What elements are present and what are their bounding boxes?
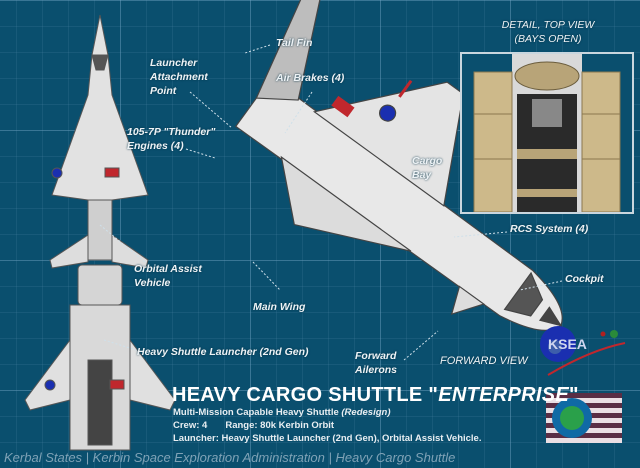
label-orbital-assist: Orbital Assist Vehicle (134, 262, 202, 290)
label-cockpit: Cockpit (565, 273, 604, 285)
label-line: Ailerons (355, 364, 398, 376)
label-line: Point (150, 85, 177, 97)
subtitle-note: (Redesign) (341, 407, 391, 418)
crew-spec: Crew: 4 (173, 420, 208, 431)
title-name: ENTERPRISE (438, 384, 569, 406)
cargo-bay-detail-art (473, 54, 621, 212)
label-line: Launcher (150, 57, 198, 69)
top-view-stack (24, 14, 176, 451)
main-shuttle (234, 0, 563, 331)
label-line: Orbital Assist (134, 263, 202, 275)
label-line: Attachment (150, 71, 208, 83)
label-line: 105-7P "Thunder" (127, 126, 216, 138)
label-line: Engines (4) (127, 140, 184, 152)
subtitle-text: Multi-Mission Capable Heavy Shuttle (173, 407, 339, 418)
title-suffix: " (569, 384, 579, 406)
label-line: (BAYS OPEN) (514, 33, 582, 45)
launcher-spec: Launcher: Heavy Shuttle Launcher (2nd Ge… (173, 433, 482, 444)
subtitle: Multi-Mission Capable Heavy Shuttle (Red… (173, 407, 390, 418)
label-engines: 105-7P "Thunder" Engines (4) (127, 125, 215, 153)
label-line: Forward (355, 350, 397, 362)
specs-line: Crew: 4 Range: 80k Kerbin Orbit (173, 420, 334, 431)
label-launcher-attachment: Launcher Attachment Point (150, 56, 208, 98)
label-line: Bay (412, 169, 432, 181)
label-forward-view: FORWARD VIEW (440, 355, 528, 367)
kerbin-flag (546, 393, 622, 443)
label-line: Cargo (412, 155, 443, 167)
range-spec: Range: 80k Kerbin Orbit (225, 420, 335, 431)
title-prefix: HEAVY CARGO SHUTTLE " (172, 384, 439, 406)
label-line: DETAIL, TOP VIEW (501, 19, 595, 31)
detail-top-view (460, 52, 634, 214)
footer-caption: Kerbal States | Kerbin Space Exploration… (4, 450, 456, 465)
label-tail-fin: Tail Fin (276, 37, 313, 49)
label-main-wing: Main Wing (253, 301, 306, 313)
label-air-brakes: Air Brakes (4) (276, 72, 345, 84)
label-rcs: RCS System (4) (510, 223, 589, 235)
label-cargo-bay: Cargo Bay (412, 154, 442, 182)
page-title: HEAVY CARGO SHUTTLE "ENTERPRISE" (172, 384, 579, 407)
label-line: Vehicle (134, 277, 171, 289)
leader-lines (99, 44, 563, 361)
label-launcher: Heavy Shuttle Launcher (2nd Gen) (137, 346, 309, 358)
ksea-logo (540, 326, 626, 376)
label-detail-view: DETAIL, TOP VIEW (BAYS OPEN) (490, 18, 606, 46)
label-forward-ailerons: Forward Ailerons (355, 349, 397, 377)
ksea-logo-text: KSEA (548, 336, 587, 352)
